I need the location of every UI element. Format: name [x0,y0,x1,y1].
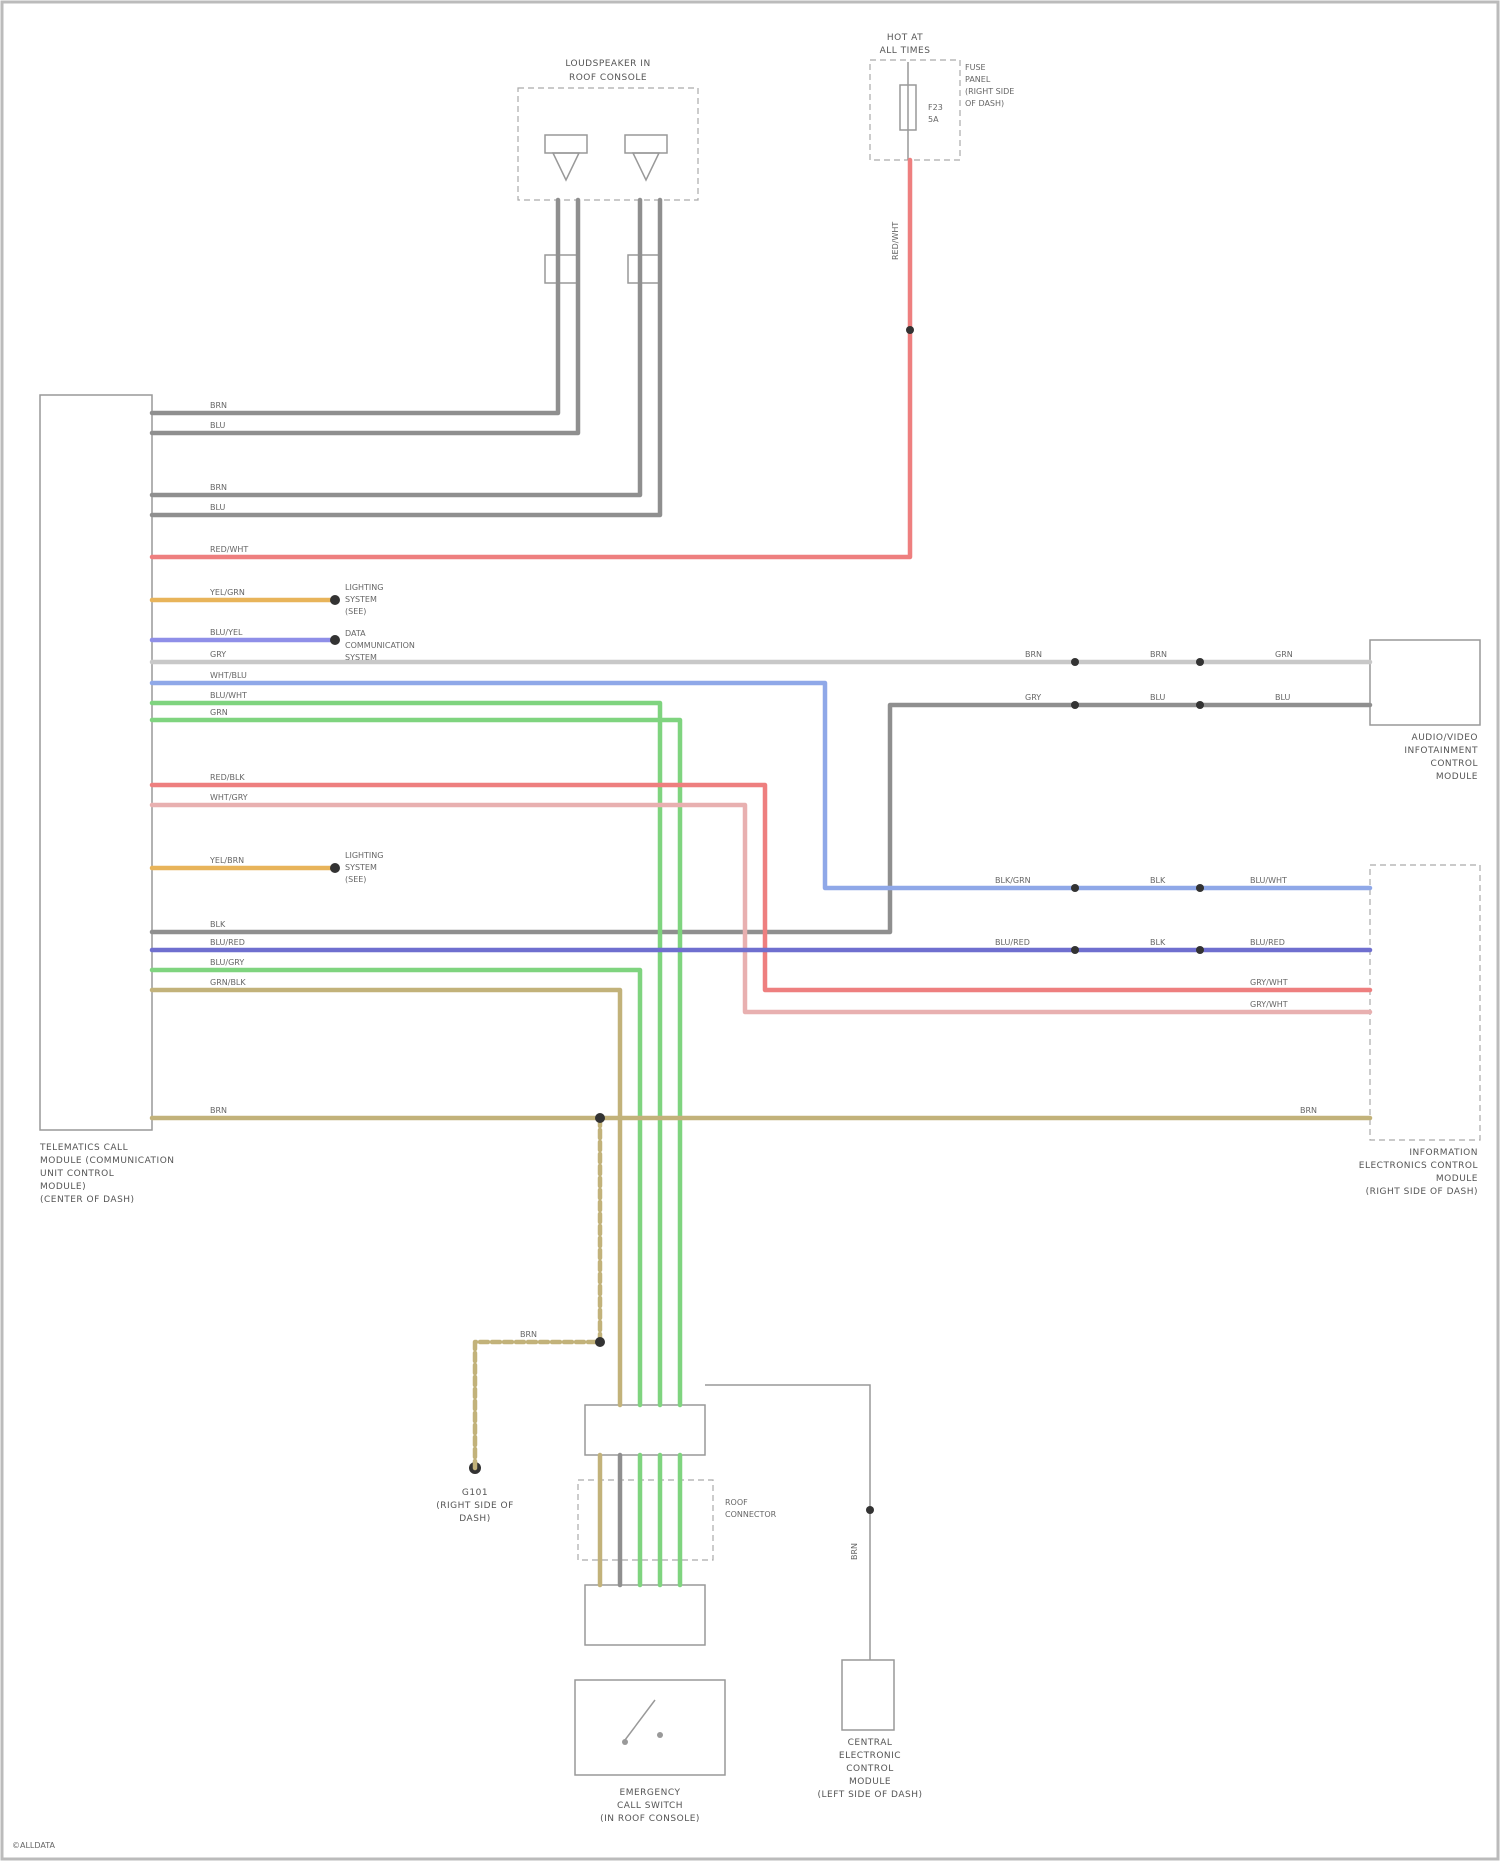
svg-text:BLU/GRY: BLU/GRY [210,958,244,967]
svg-text:INFORMATION: INFORMATION [1409,1148,1478,1158]
svg-text:BRN: BRN [1025,650,1042,659]
svg-text:MODULE: MODULE [1436,772,1478,782]
svg-text:YEL/BRN: YEL/BRN [209,856,244,865]
svg-text:AUDIO/VIDEO: AUDIO/VIDEO [1412,733,1478,743]
right-lower-module: INFORMATION ELECTRONICS CONTROL MODULE (… [1359,865,1480,1197]
footer-text: ©ALLDATA [12,1841,56,1850]
emergency-switch: EMERGENCY CALL SWITCH (IN ROOF CONSOLE) [575,1680,725,1824]
svg-text:(SEE): (SEE) [345,607,366,616]
svg-text:PANEL: PANEL [965,75,991,84]
svg-text:ELECTRONIC: ELECTRONIC [839,1751,901,1761]
svg-text:BRN: BRN [1150,650,1167,659]
fuse-title-1: HOT AT [887,33,923,43]
svg-text:TELEMATICS CALL: TELEMATICS CALL [39,1143,128,1153]
svg-text:FUSE: FUSE [965,63,986,72]
svg-text:F23: F23 [928,103,943,112]
svg-text:LIGHTING: LIGHTING [345,851,383,860]
speaker-left-icon [545,135,587,153]
svg-text:BRN: BRN [520,1330,537,1339]
svg-text:CONTROL: CONTROL [1431,759,1478,769]
svg-text:LIGHTING: LIGHTING [345,583,383,592]
svg-text:GRN: GRN [1275,650,1293,659]
speaker-right-icon [625,135,667,153]
svg-text:BLK/GRN: BLK/GRN [995,876,1031,885]
svg-text:BLU: BLU [1275,693,1291,702]
svg-text:ELECTRONICS CONTROL: ELECTRONICS CONTROL [1359,1161,1478,1171]
svg-text:BLU: BLU [210,503,226,512]
svg-text:BRN: BRN [850,1543,859,1560]
svg-text:BLU/WHT: BLU/WHT [1250,876,1287,885]
svg-text:(RIGHT SIDE OF: (RIGHT SIDE OF [436,1501,514,1511]
svg-text:(RIGHT SIDE: (RIGHT SIDE [965,87,1014,96]
ground: G101 (RIGHT SIDE OF DASH) [436,1462,514,1524]
svg-text:INFOTAINMENT: INFOTAINMENT [1404,746,1478,756]
svg-text:5A: 5A [928,115,939,124]
svg-text:RED/WHT: RED/WHT [210,545,248,554]
svg-text:BLU/RED: BLU/RED [995,938,1030,947]
svg-text:BLK: BLK [1150,938,1166,947]
svg-text:CONNECTOR: CONNECTOR [725,1510,777,1519]
svg-text:SYSTEM: SYSTEM [345,595,377,604]
svg-text:G101: G101 [462,1488,488,1498]
svg-text:BRN: BRN [1300,1106,1317,1115]
svg-text:COMMUNICATION: COMMUNICATION [345,641,415,650]
svg-text:BLK: BLK [1150,876,1166,885]
svg-text:GRY: GRY [1025,693,1041,702]
svg-text:GRN: GRN [210,708,228,717]
svg-text:BLU/RED: BLU/RED [1250,938,1285,947]
svg-text:GRY/WHT: GRY/WHT [1250,1000,1288,1009]
svg-text:CALL SWITCH: CALL SWITCH [617,1801,683,1811]
svg-text:UNIT CONTROL: UNIT CONTROL [40,1169,114,1179]
speaker-title-1: LOUDSPEAKER IN [565,59,650,69]
svg-text:BLK: BLK [210,920,226,929]
wires [152,160,1370,1660]
svg-text:BLU/YEL: BLU/YEL [210,628,243,637]
svg-text:BLU/WHT: BLU/WHT [210,691,247,700]
svg-text:CONTROL: CONTROL [846,1764,893,1774]
speaker-title-2: ROOF CONSOLE [569,73,647,83]
bottom-right-module: CENTRAL ELECTRONIC CONTROL MODULE (LEFT … [818,1660,923,1800]
reference-labels: LIGHTING SYSTEM (SEE) DATA COMMUNICATION… [345,583,415,884]
svg-text:(CENTER OF DASH): (CENTER OF DASH) [40,1195,135,1205]
svg-text:RED/WHT: RED/WHT [891,222,900,260]
svg-text:BRN: BRN [210,401,227,410]
svg-text:GRY: GRY [210,650,226,659]
svg-text:BLU/RED: BLU/RED [210,938,245,947]
svg-text:BRN: BRN [210,1106,227,1115]
svg-text:ROOF: ROOF [725,1498,748,1507]
svg-text:(RIGHT SIDE OF DASH): (RIGHT SIDE OF DASH) [1366,1187,1478,1197]
svg-text:MODULE): MODULE) [40,1182,86,1192]
svg-text:MODULE (COMMUNICATION: MODULE (COMMUNICATION [40,1156,175,1166]
fuse-title-2: ALL TIMES [880,46,931,56]
svg-text:RED/BLK: RED/BLK [210,773,245,782]
svg-text:YEL/GRN: YEL/GRN [209,588,245,597]
svg-text:DASH): DASH) [459,1514,490,1524]
svg-text:CENTRAL: CENTRAL [848,1738,893,1748]
svg-text:BRN: BRN [210,483,227,492]
svg-text:(IN ROOF CONSOLE): (IN ROOF CONSOLE) [600,1814,700,1824]
svg-text:(SEE): (SEE) [345,875,366,884]
svg-text:WHT/BLU: WHT/BLU [210,671,247,680]
svg-text:(LEFT SIDE OF DASH): (LEFT SIDE OF DASH) [818,1790,923,1800]
svg-text:WHT/GRY: WHT/GRY [210,793,248,802]
svg-text:BLU: BLU [1150,693,1166,702]
svg-text:EMERGENCY: EMERGENCY [620,1788,681,1798]
right-upper-module: AUDIO/VIDEO INFOTAINMENT CONTROL MODULE [1370,640,1480,782]
svg-text:SYSTEM: SYSTEM [345,863,377,872]
loudspeaker-component: LOUDSPEAKER IN ROOF CONSOLE [518,59,698,283]
svg-text:SYSTEM: SYSTEM [345,653,377,662]
svg-text:BLU: BLU [210,421,226,430]
svg-text:MODULE: MODULE [849,1777,891,1787]
fuse-component: HOT AT ALL TIMES F23 5A FUSE PANEL (RIGH… [870,33,1014,260]
svg-text:MODULE: MODULE [1436,1174,1478,1184]
svg-text:GRY/WHT: GRY/WHT [1250,978,1288,987]
svg-text:GRN/BLK: GRN/BLK [210,978,246,987]
svg-text:DATA: DATA [345,629,366,638]
svg-text:OF DASH): OF DASH) [965,99,1004,108]
roof-connector: ROOF CONNECTOR [578,1405,777,1645]
